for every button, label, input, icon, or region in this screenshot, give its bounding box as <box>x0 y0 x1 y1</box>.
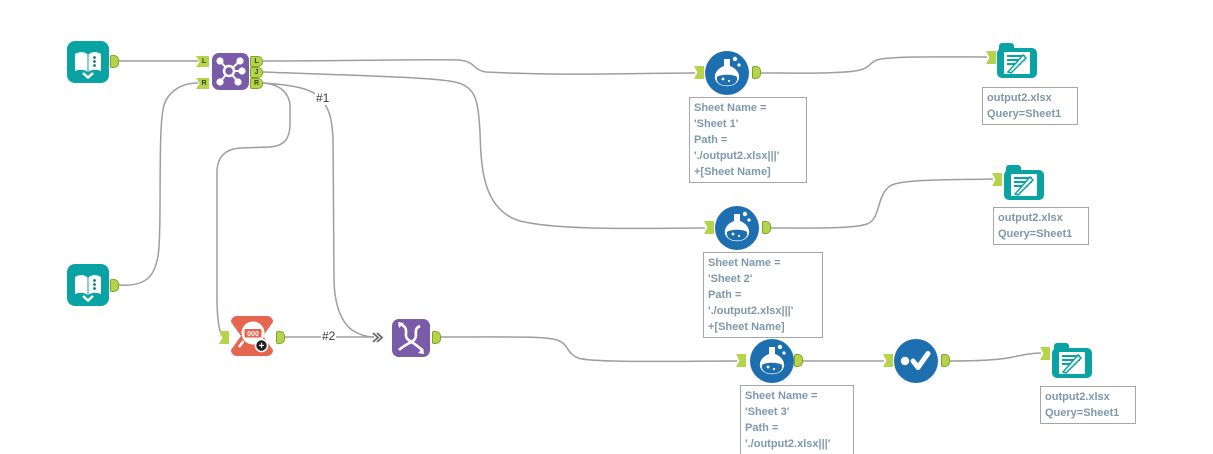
annotation-line: 'Sheet 1' <box>694 118 739 130</box>
annotation-line: 'Sheet 2' <box>708 273 753 285</box>
select-checkmark-icon <box>894 339 938 383</box>
output-data-tool-1[interactable] <box>996 40 1038 82</box>
join-tool[interactable] <box>212 53 249 90</box>
union-zipper-icon <box>392 319 430 357</box>
output-data-icon <box>997 43 1037 78</box>
input-data-tool-2[interactable] <box>67 264 109 306</box>
generate-rows-tool[interactable]: 000 + <box>231 316 273 356</box>
formula-flask-icon <box>705 51 749 95</box>
connection-label-1[interactable]: #1 <box>315 91 331 105</box>
output-data-icon <box>1052 343 1092 378</box>
annotation-line: Sheet Name = <box>708 257 781 269</box>
join-output-right-label: R <box>253 80 260 87</box>
join-output-join-anchor[interactable]: J <box>250 67 263 78</box>
output3-input-anchor[interactable] <box>1040 347 1050 360</box>
formula3-output-anchor[interactable] <box>794 354 803 367</box>
input1-output-anchor[interactable] <box>110 55 119 68</box>
annotation-output2[interactable]: output2.xlsx Query=Sheet1 <box>993 207 1089 245</box>
connection-label-2[interactable]: #2 <box>321 329 337 343</box>
annotation-line: './output2.xlsx|||' <box>745 438 831 450</box>
join-output-join-label: J <box>254 69 259 76</box>
wire-join-j-to-formula2[interactable] <box>262 71 706 230</box>
output-data-tool-3[interactable] <box>1051 340 1093 382</box>
output-data-icon <box>1004 165 1044 200</box>
annotation-line: output2.xlsx <box>1045 391 1110 403</box>
join-input-left-anchor[interactable]: L <box>196 56 209 67</box>
input2-output-anchor[interactable] <box>110 279 119 292</box>
annotation-line: output2.xlsx <box>987 92 1052 104</box>
join-output-left-anchor[interactable]: L <box>250 56 263 67</box>
join-input-right-anchor[interactable]: R <box>196 78 209 89</box>
annotation-output1[interactable]: output2.xlsx Query=Sheet1 <box>982 87 1078 125</box>
join-output-right-anchor[interactable]: R <box>250 78 263 89</box>
wire-input2-to-join-r[interactable] <box>118 82 199 286</box>
join-network-icon <box>212 53 249 90</box>
annotation-line: Query=Sheet1 <box>987 108 1062 120</box>
annotation-line: Sheet Name = <box>694 102 767 114</box>
union-multi-input-anchor[interactable] <box>372 331 384 349</box>
formula3-input-anchor[interactable] <box>736 354 746 367</box>
join-input-right-label: R <box>201 80 207 87</box>
output1-input-anchor[interactable] <box>986 51 996 64</box>
annotation-formula1[interactable]: Sheet Name = 'Sheet 1' Path = './output2… <box>689 97 807 183</box>
output2-input-anchor[interactable] <box>992 173 1002 186</box>
annotation-line: Path = <box>745 422 779 434</box>
input-data-icon <box>67 41 109 83</box>
multi-connection-icon <box>372 332 384 343</box>
join-output-left-label: L <box>254 58 259 65</box>
formula-flask-icon <box>715 206 759 250</box>
annotation-formula2[interactable]: Sheet Name = 'Sheet 2' Path = './output2… <box>703 252 823 338</box>
formula-tool-1[interactable] <box>704 50 750 96</box>
annotation-line: './output2.xlsx|||' <box>694 150 780 162</box>
odometer-text: 000 <box>247 331 259 338</box>
formula-tool-2[interactable] <box>714 205 760 251</box>
input-data-icon <box>67 264 109 306</box>
formula1-input-anchor[interactable] <box>694 66 704 79</box>
wire-join-l-to-formula1[interactable] <box>262 58 696 75</box>
formula2-output-anchor[interactable] <box>762 221 771 234</box>
select-input-anchor[interactable] <box>883 354 893 367</box>
annotation-output3[interactable]: output2.xlsx Query=Sheet1 <box>1040 386 1136 424</box>
formula-flask-icon <box>750 339 794 383</box>
select-output-anchor[interactable] <box>941 354 950 367</box>
output-data-tool-2[interactable] <box>1003 162 1045 204</box>
annotation-line: Path = <box>708 289 742 301</box>
generate-rows-output-anchor[interactable] <box>276 331 285 344</box>
wire-formula1-to-output1[interactable] <box>759 56 988 74</box>
union-tool[interactable] <box>392 319 430 357</box>
annotation-line: Path = <box>694 134 728 146</box>
annotation-line: output2.xlsx <box>998 212 1063 224</box>
annotation-line: Query=Sheet1 <box>1045 407 1120 419</box>
annotation-line: +[Sheet Name] <box>708 321 785 333</box>
generate-rows-icon: 000 + <box>231 316 273 356</box>
annotation-line: './output2.xlsx|||' <box>708 305 794 317</box>
annotation-formula3[interactable]: Sheet Name = 'Sheet 3' Path = './output2… <box>740 385 854 454</box>
annotation-line: Query=Sheet1 <box>998 228 1073 240</box>
wire-join-r-to-union-1[interactable] <box>262 82 375 338</box>
input-data-tool-1[interactable] <box>67 41 109 83</box>
annotation-line: Sheet Name = <box>745 390 818 402</box>
formula2-input-anchor[interactable] <box>704 221 714 234</box>
formula1-output-anchor[interactable] <box>752 66 761 79</box>
join-input-left-label: L <box>201 58 207 65</box>
formula-tool-3[interactable] <box>749 338 795 384</box>
union-output-anchor[interactable] <box>432 331 441 344</box>
wire-formula2-to-output2[interactable] <box>770 178 994 229</box>
wire-join-r-to-generate-rows[interactable] <box>216 82 291 337</box>
generate-rows-input-anchor[interactable] <box>219 331 229 344</box>
wire-select-to-output3[interactable] <box>949 352 1042 362</box>
annotation-line: +[Sheet Name] <box>694 166 771 178</box>
select-tool[interactable] <box>893 338 939 384</box>
plus-badge-text: + <box>259 341 265 352</box>
wire-union-to-formula3[interactable] <box>440 336 738 363</box>
annotation-line: 'Sheet 3' <box>745 406 790 418</box>
